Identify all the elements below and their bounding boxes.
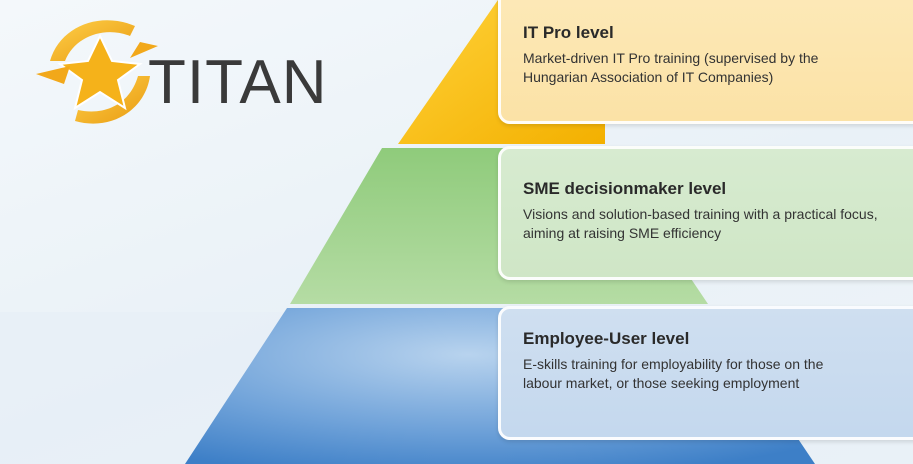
level-description: Visions and solution-based training with… xyxy=(523,206,878,241)
logo-star-icon xyxy=(36,20,158,124)
logo-wordmark: TITAN xyxy=(148,48,328,117)
level-card-employee-user: Employee-User level E-skills training fo… xyxy=(498,306,913,440)
level-title: SME decisionmaker level xyxy=(523,179,727,198)
level-description: Market-driven IT Pro training (supervise… xyxy=(523,50,819,85)
level-card-sme: SME decisionmaker level Visions and solu… xyxy=(498,146,913,280)
level-card-it-pro: IT Pro level Market-driven IT Pro traini… xyxy=(498,0,913,124)
level-description: E-skills training for employability for … xyxy=(523,356,824,391)
level-title: IT Pro level xyxy=(523,23,614,42)
titan-logo: TITAN xyxy=(30,6,350,136)
level-title: Employee-User level xyxy=(523,329,690,348)
